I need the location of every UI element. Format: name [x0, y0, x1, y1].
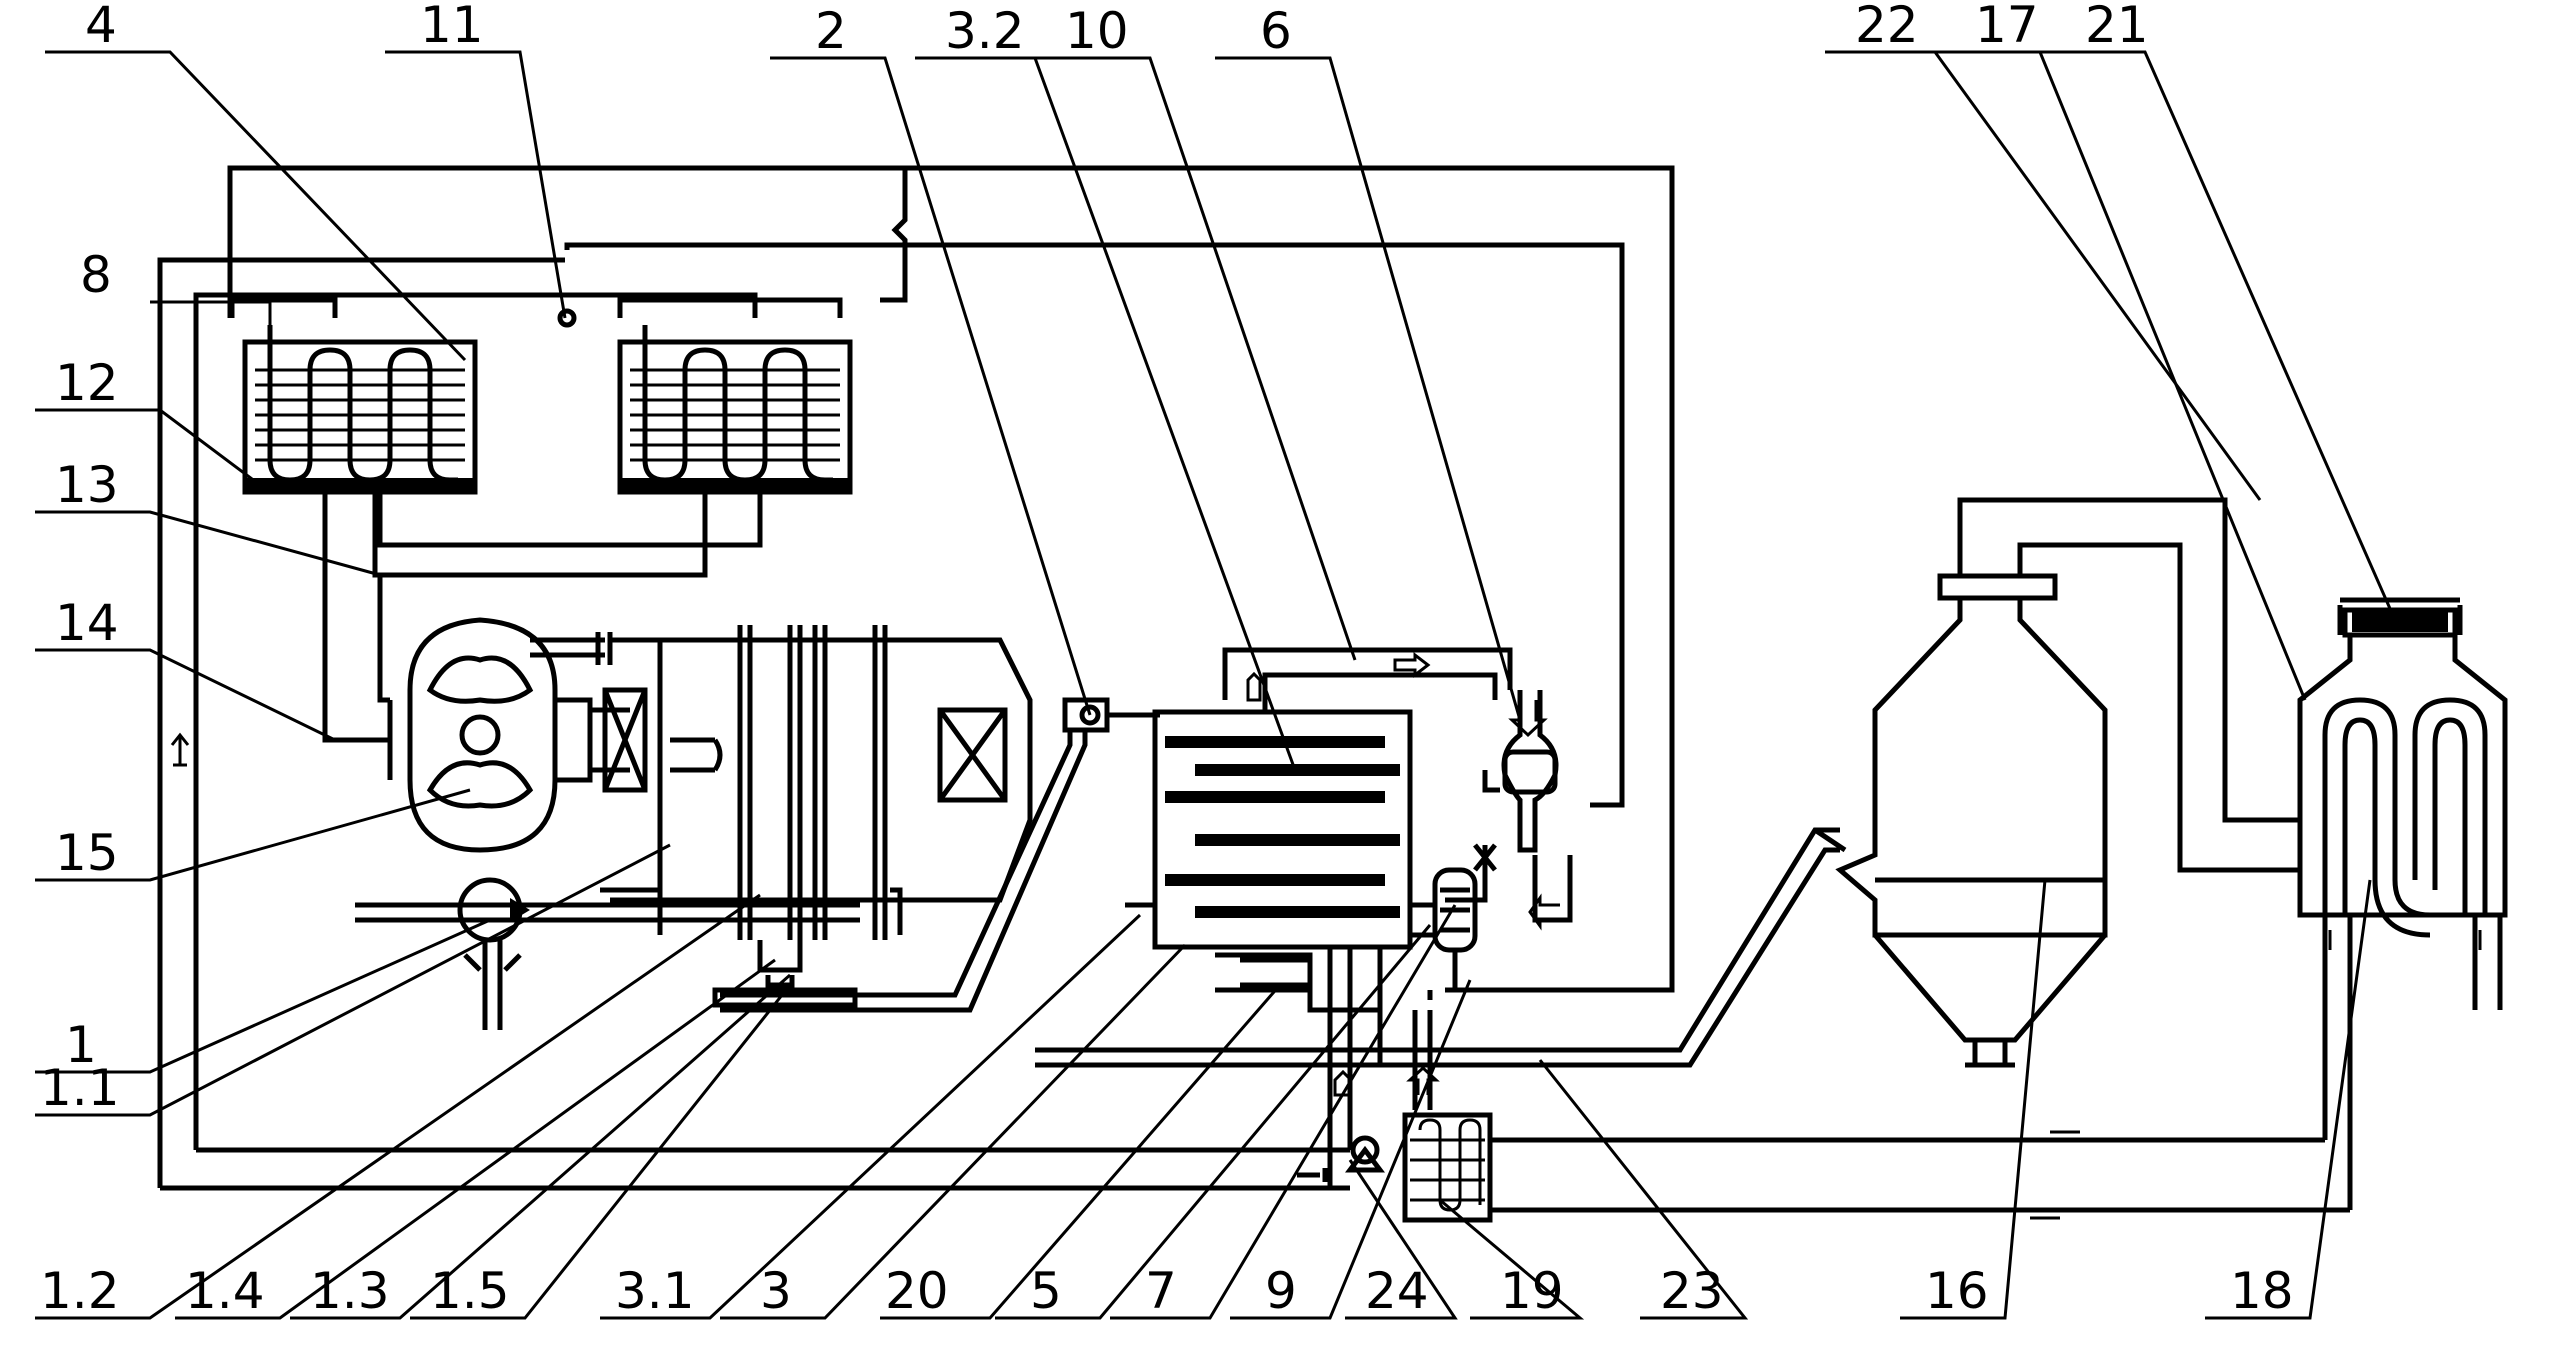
exhaust-pipes — [1957, 497, 2300, 873]
label-4: 4 — [85, 0, 117, 54]
separator-unit — [1410, 690, 1573, 990]
label-11: 11 — [420, 0, 484, 54]
label-18: 18 — [2230, 1262, 2294, 1320]
cooling-tank-right — [617, 325, 853, 495]
transfer-pipe — [720, 697, 1160, 1013]
label-15: 15 — [55, 824, 119, 882]
label-23: 23 — [1660, 1262, 1724, 1320]
label-7: 7 — [1145, 1262, 1177, 1320]
label-1-4: 1.4 — [185, 1262, 265, 1320]
label-24: 24 — [1365, 1262, 1429, 1320]
cooling-tank-left — [242, 325, 478, 495]
leader-lines — [35, 50, 2397, 1320]
label-2: 2 — [815, 2, 847, 60]
label-14: 14 — [55, 594, 119, 652]
label-3-2: 3.2 — [945, 2, 1025, 60]
label-21: 21 — [2085, 0, 2149, 54]
label-22: 22 — [1855, 0, 1919, 54]
label-20: 20 — [885, 1262, 949, 1320]
label-3-1: 3.1 — [615, 1262, 695, 1320]
pump-and-coil — [1297, 1010, 2350, 1223]
label-1-2: 1.2 — [40, 1262, 120, 1320]
label-5: 5 — [1030, 1262, 1062, 1320]
blower-suction-pipes — [322, 492, 763, 743]
label-6: 6 — [1260, 2, 1292, 60]
label-3: 3 — [760, 1262, 792, 1320]
storage-silo — [1835, 573, 2108, 1068]
label-1-5: 1.5 — [430, 1262, 510, 1320]
label-12: 12 — [55, 354, 119, 412]
support-assembly — [1035, 947, 1620, 1190]
part-labels: 4 11 2 3.2 10 6 22 17 21 8 12 13 14 15 1… — [40, 0, 2294, 1320]
roots-blower — [387, 617, 630, 853]
label-1-3: 1.3 — [310, 1262, 390, 1320]
label-19: 19 — [1500, 1262, 1564, 1320]
label-10: 10 — [1065, 2, 1129, 60]
label-13: 13 — [55, 456, 119, 514]
heat-exchanger-box — [1125, 647, 1513, 950]
label-9: 9 — [1265, 1262, 1297, 1320]
outer-pipe-loops — [157, 165, 1675, 1191]
rotary-drum — [355, 625, 1033, 1030]
cooler-tower — [2297, 597, 2508, 1210]
label-16: 16 — [1925, 1262, 1989, 1320]
label-17: 17 — [1975, 0, 2039, 54]
discharge-chute — [1620, 827, 1847, 1068]
label-8: 8 — [80, 246, 112, 304]
label-1-1: 1.1 — [40, 1059, 120, 1117]
label-1: 1 — [65, 1016, 97, 1074]
